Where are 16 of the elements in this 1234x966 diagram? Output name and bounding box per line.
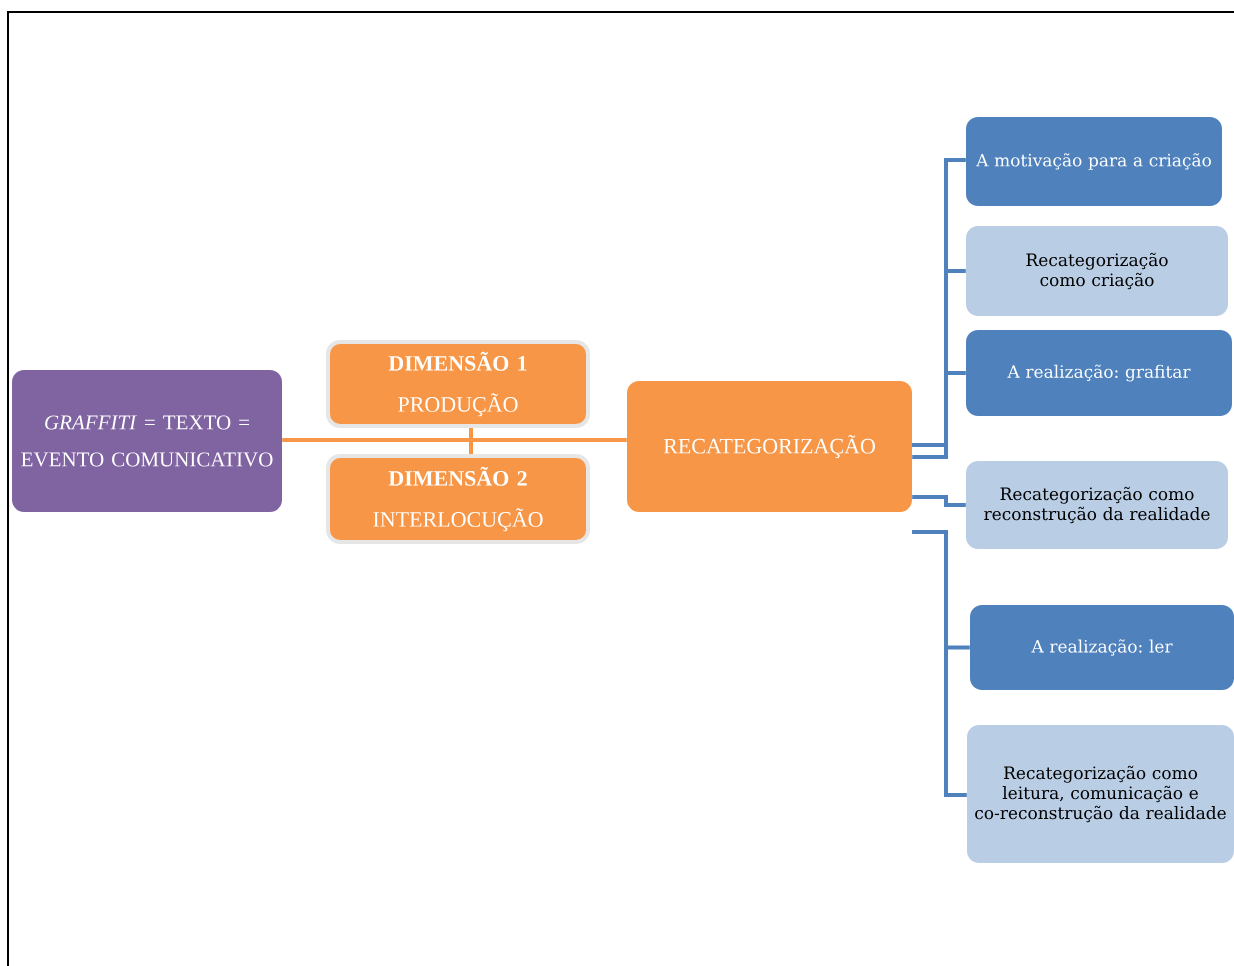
connector-line: [912, 495, 966, 507]
topic-box: Recategorização como leitura, comunicação e co-reconstrução da realidade: [967, 725, 1234, 863]
topic-box: A realização: grafitar: [966, 330, 1232, 416]
topic-box: A motivação para a criação: [966, 117, 1222, 206]
concept-box: GRAFFITI = TEXTO = EVENTO COMUNICATIVO: [12, 370, 282, 512]
topic-box: Recategorização como reconstrução da realidade: [966, 461, 1228, 549]
dimension-box: DIMENSÃO 1 PRODUÇÃO: [326, 340, 590, 428]
connector-line: [282, 438, 627, 442]
connector-line: [912, 371, 966, 459]
topic-box: Recategorização como criação: [966, 226, 1228, 316]
dimension-box: DIMENSÃO 2 INTERLOCUÇÃO: [326, 454, 590, 544]
topic-box: A realização: ler: [970, 605, 1234, 690]
connector-line: [912, 530, 967, 797]
connector-line: [912, 269, 966, 447]
concept-box: RECATEGORIZAÇÃO: [627, 381, 912, 512]
connector-line: [469, 428, 473, 454]
